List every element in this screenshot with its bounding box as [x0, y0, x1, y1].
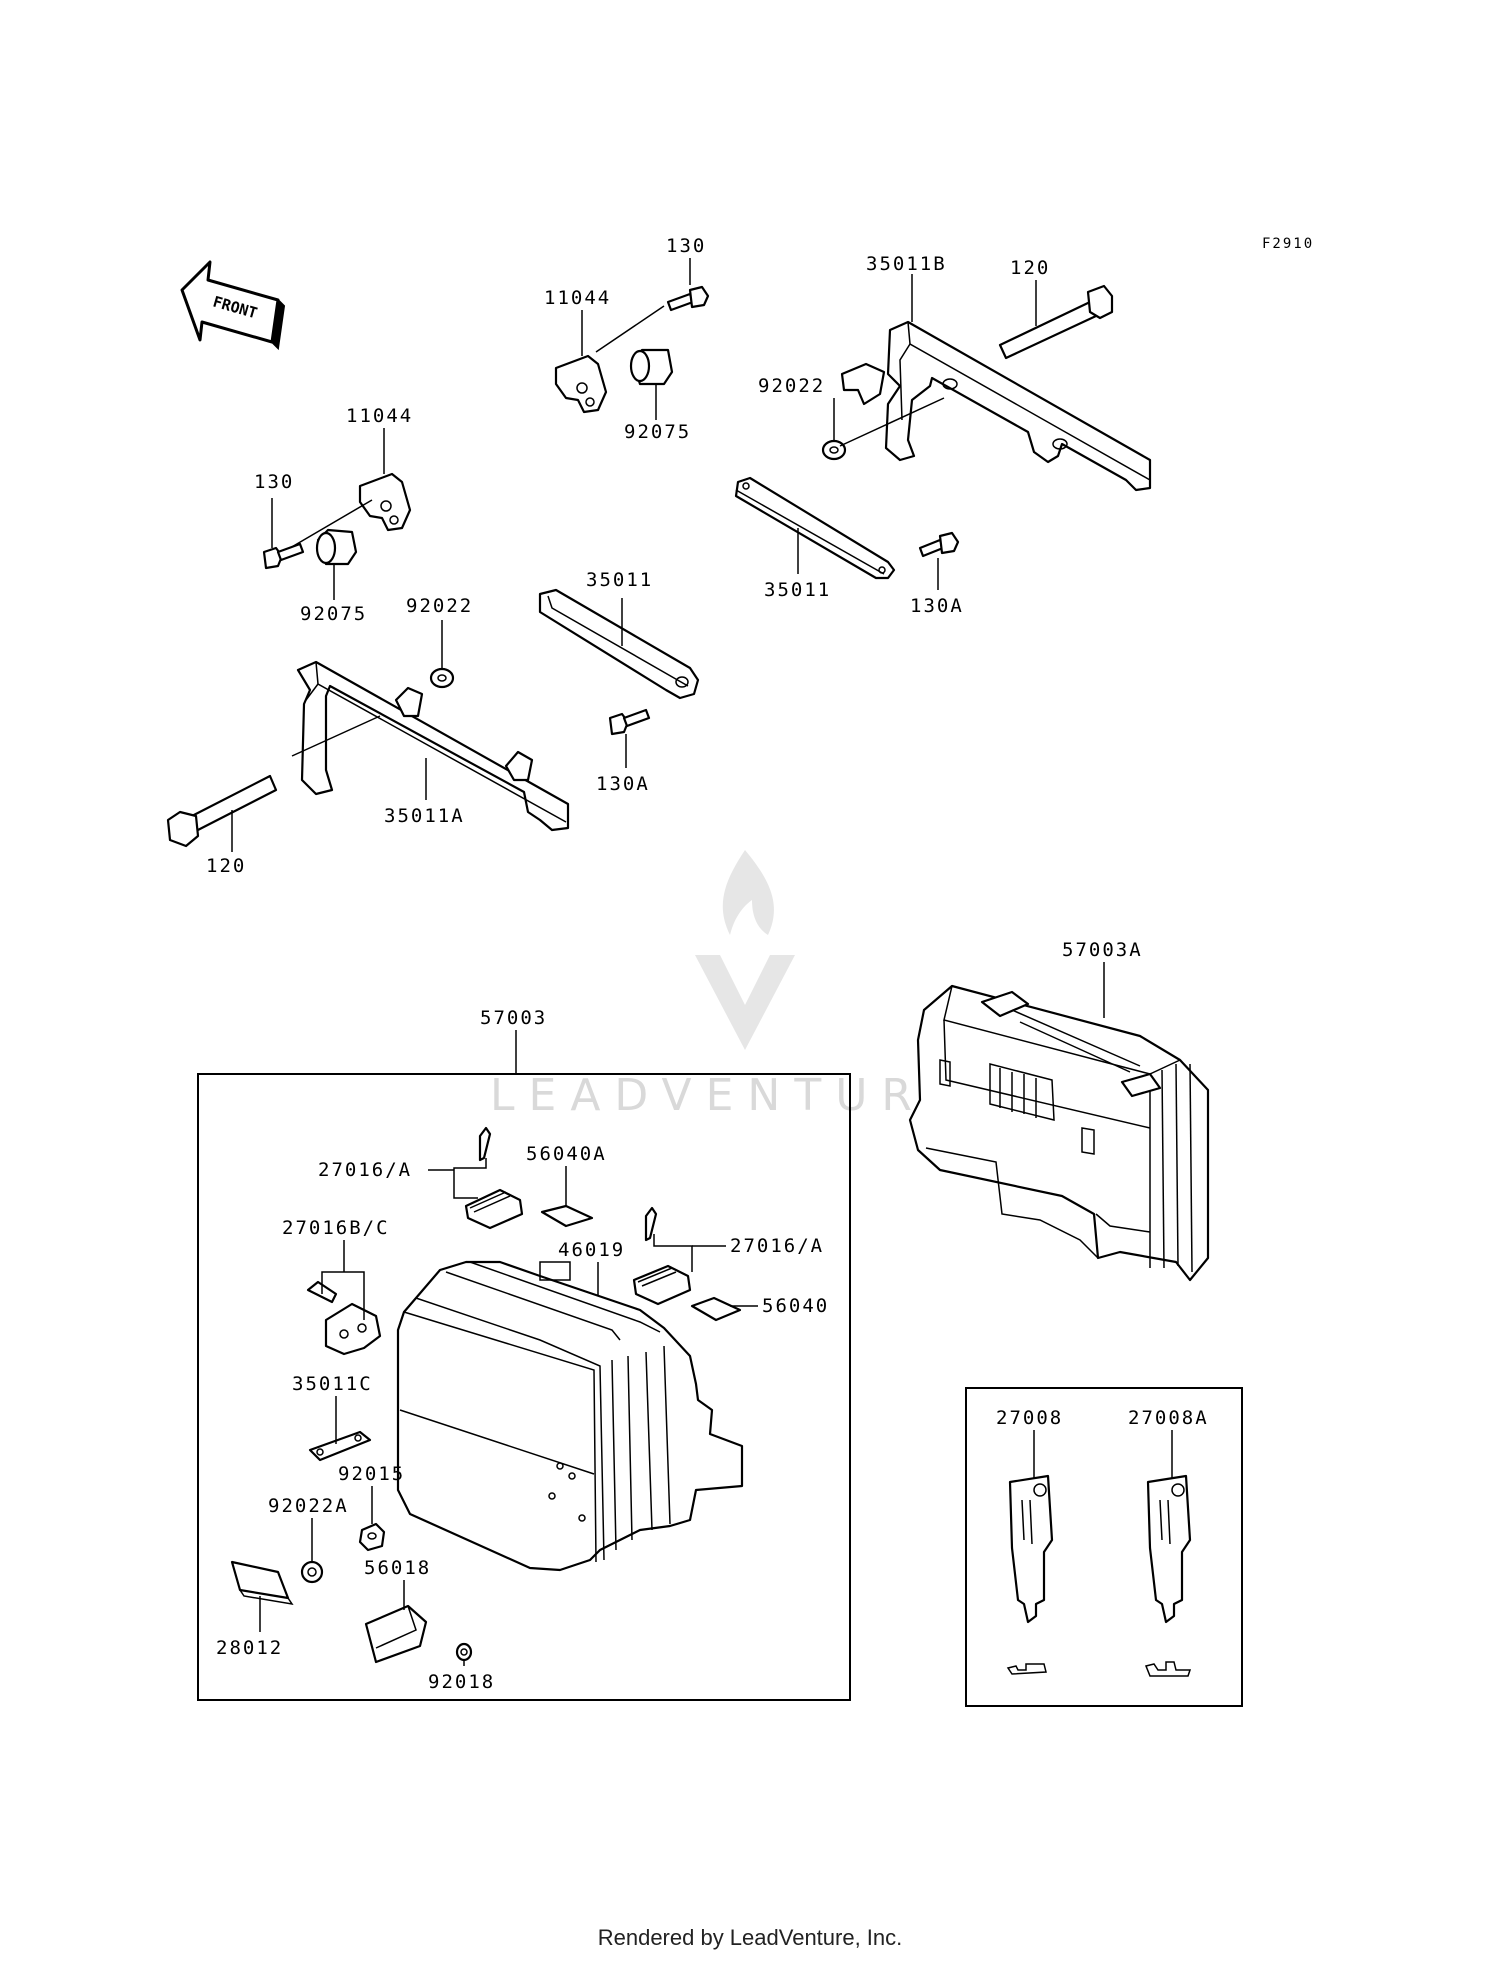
leader-27016A-left: [453, 1158, 487, 1199]
label-92075-top: 92075: [624, 421, 691, 443]
bracket-11044-top: [554, 354, 608, 414]
label-28012: 28012: [216, 1637, 283, 1659]
leader-11044-130-left: [289, 499, 373, 549]
label-27008A: 27008A: [1128, 1407, 1209, 1429]
figure-code: F2910: [1262, 236, 1314, 252]
bolt-130-left: [262, 542, 305, 570]
nut-92018: [455, 1642, 473, 1662]
key-27008A: [1144, 1474, 1192, 1677]
label-57003: 57003: [480, 1007, 547, 1029]
latch-27016A-right: [632, 1206, 692, 1306]
leader-27016BC: [321, 1271, 365, 1320]
damper-92075-top: [629, 348, 674, 386]
label-11044-left: 11044: [346, 405, 413, 427]
label-27016BC: 27016B/C: [282, 1217, 390, 1239]
saddlebag-46019: [396, 1260, 744, 1572]
front-arrow-icon: FRONT: [180, 260, 286, 351]
plate-35011C: [308, 1430, 372, 1462]
label-92018: 92018: [428, 1671, 495, 1693]
carrier-35011A: [296, 660, 570, 832]
footer-credit: Rendered by LeadVenture, Inc.: [597, 1925, 903, 1950]
label-35011C: 35011C: [292, 1373, 373, 1395]
label-46019: 46019: [558, 1239, 625, 1261]
label-120-top: 120: [1010, 257, 1050, 279]
label-92022-top: 92022: [758, 375, 825, 397]
strap-35011-right: [734, 476, 896, 580]
label-130-left: 130: [254, 471, 294, 493]
label-56040A: 56040A: [526, 1143, 607, 1165]
saddlebag-57003A: [908, 984, 1210, 1282]
bolt-130-top: [666, 285, 710, 312]
label-27008: 27008: [996, 1407, 1063, 1429]
plate-56040A: [540, 1204, 594, 1228]
reflector-28012: [230, 1560, 294, 1606]
key-27008: [1006, 1474, 1054, 1675]
bolt-130A-mid: [608, 708, 651, 736]
leader-92022-top: [839, 397, 945, 447]
washer-92022-mid: [429, 667, 455, 689]
leader-27016A-right: [653, 1234, 693, 1272]
label-130A-mid: 130A: [596, 773, 650, 795]
label-92015: 92015: [338, 1463, 405, 1485]
keys-box: [965, 1387, 1243, 1707]
bracket-11044-left: [358, 472, 412, 532]
nut-92015: [358, 1522, 386, 1552]
washer-92022-top: [821, 439, 847, 461]
label-27016A-right: 27016/A: [730, 1235, 824, 1257]
watermark-text: LEADVENTURE: [490, 1070, 968, 1121]
label-57003A: 57003A: [1062, 939, 1143, 961]
label-35011B: 35011B: [866, 253, 947, 275]
pad-56018: [364, 1604, 428, 1664]
label-92022-mid: 92022: [406, 595, 473, 617]
label-11044-top: 11044: [544, 287, 611, 309]
label-56018: 56018: [364, 1557, 431, 1579]
label-35011A: 35011A: [384, 805, 465, 827]
plate-56040: [690, 1296, 742, 1322]
bolt-130A-right: [918, 531, 960, 558]
bolt-120-top: [998, 284, 1114, 360]
washer-92022A: [300, 1560, 324, 1584]
carrier-35011B: [840, 320, 1152, 492]
bolt-120-left: [166, 774, 278, 848]
leader-11044-130-top: [595, 305, 665, 353]
label-92075-left: 92075: [300, 603, 367, 625]
label-130-top: 130: [666, 235, 706, 257]
leadventure-watermark: LEADVENTURE: [490, 850, 968, 1121]
latch-27016BC: [306, 1280, 382, 1356]
label-35011-right: 35011: [764, 579, 831, 601]
label-56040: 56040: [762, 1295, 829, 1317]
damper-92075-left: [315, 528, 358, 566]
leader-120-left: [291, 715, 381, 757]
label-120-left: 120: [206, 855, 246, 877]
label-130A-right: 130A: [910, 595, 964, 617]
latch-27016A-left: [464, 1126, 524, 1230]
strap-35011-mid: [538, 588, 700, 700]
label-92022A: 92022A: [268, 1495, 349, 1517]
assembly-box-57003: [197, 1073, 851, 1701]
label-35011-mid: 35011: [586, 569, 653, 591]
label-27016A-left: 27016/A: [318, 1159, 412, 1181]
